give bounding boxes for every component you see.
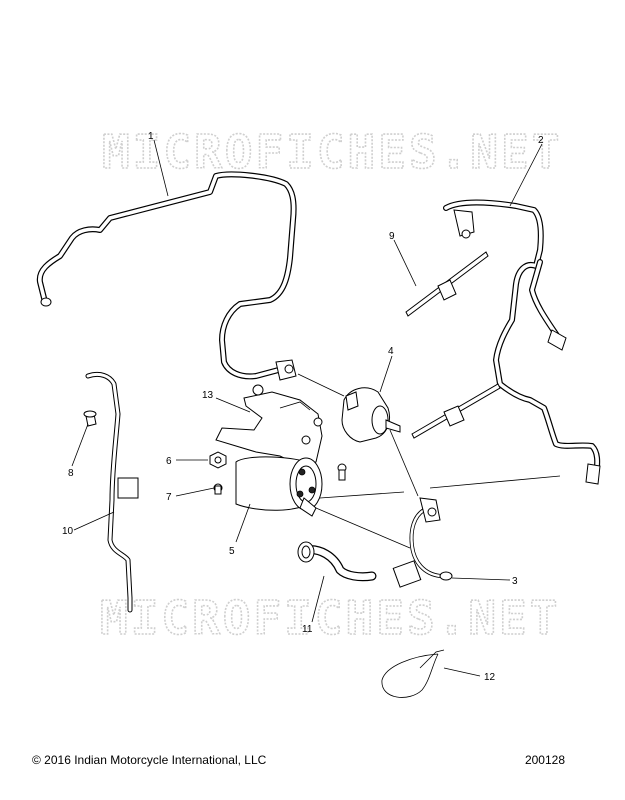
callout-6: 6	[166, 456, 172, 467]
callout-9: 9	[389, 231, 395, 242]
bracket-13	[215, 384, 323, 467]
nut-6	[209, 451, 227, 469]
bolt-7	[213, 463, 347, 495]
canister-5	[235, 456, 323, 517]
hose-11	[297, 541, 377, 582]
callout-4: 4	[388, 346, 394, 357]
copyright-text: © 2016 Indian Motorcycle International, …	[32, 753, 267, 767]
callout-12: 12	[484, 672, 496, 683]
reference-number: 200128	[524, 753, 565, 767]
leader-lines	[71, 139, 543, 677]
hose-1	[36, 171, 297, 381]
assembly-lines	[297, 373, 561, 549]
watermark-bottom: MICROFICHES.NET	[100, 591, 560, 645]
callout-1: 1	[148, 131, 154, 142]
watermark-top: MICROFICHES.NET	[102, 125, 562, 179]
callout-11: 11	[302, 624, 313, 635]
valve-4	[341, 387, 401, 443]
hose-3	[392, 497, 453, 588]
cable-tie-9	[405, 251, 501, 439]
bolt-8	[83, 410, 97, 427]
callout-3: 3	[512, 576, 518, 587]
callout-8: 8	[68, 468, 74, 479]
callout-5: 5	[229, 546, 235, 557]
callout-13: 13	[202, 390, 214, 401]
tie-strap-12	[381, 649, 445, 698]
callout-10: 10	[62, 526, 74, 537]
callout-2: 2	[538, 135, 544, 146]
hose-2	[443, 199, 601, 485]
hose-10	[85, 371, 139, 613]
callout-7: 7	[166, 492, 172, 503]
